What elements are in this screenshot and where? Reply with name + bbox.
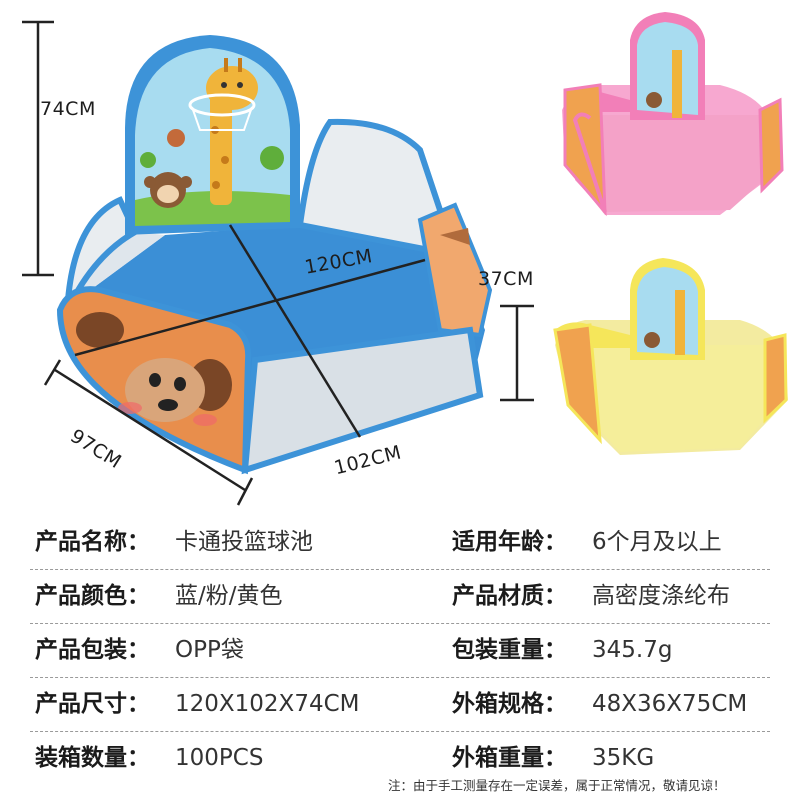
spec-label: 外箱重量： bbox=[452, 745, 567, 771]
spec-value: 345.7g bbox=[592, 637, 673, 663]
height-label: 74CM bbox=[40, 98, 96, 120]
spec-row: 装箱数量： 100PCS 外箱重量： 35KG bbox=[0, 731, 800, 785]
spec-row: 产品尺寸： 120X102X74CM 外箱规格： 48X36X75CM bbox=[0, 677, 800, 731]
spec-label: 适用年龄： bbox=[452, 529, 567, 555]
dimension-lines bbox=[22, 20, 534, 506]
divider bbox=[30, 731, 770, 732]
measurement-note: 注：由于手工测量存在一定误差，属于正常情况，敬请见谅！ bbox=[388, 778, 726, 793]
divider bbox=[30, 677, 770, 678]
spec-label: 装箱数量： bbox=[35, 745, 150, 771]
spec-row: 产品包装： OPP袋 包装重量： 345.7g bbox=[0, 623, 800, 677]
spec-value: 100PCS bbox=[175, 745, 264, 771]
spec-value: OPP袋 bbox=[175, 637, 244, 663]
spec-value: 6个月及以上 bbox=[592, 529, 722, 555]
yellow-ball-pit bbox=[553, 258, 788, 455]
pink-ball-pit bbox=[562, 12, 784, 217]
spec-value: 高密度涤纶布 bbox=[592, 583, 730, 609]
spec-label: 产品颜色： bbox=[35, 583, 150, 609]
divider bbox=[30, 623, 770, 624]
spec-label: 产品材质： bbox=[452, 583, 567, 609]
spec-value: 35KG bbox=[592, 745, 655, 771]
spec-label: 包装重量： bbox=[452, 637, 567, 663]
spec-label: 外箱规格： bbox=[452, 691, 567, 717]
bear-panel bbox=[56, 286, 252, 475]
spec-value: 48X36X75CM bbox=[592, 691, 748, 717]
spec-label: 产品名称： bbox=[35, 529, 150, 555]
spec-label: 产品包装： bbox=[35, 637, 150, 663]
spec-row: 产品颜色： 蓝/粉/黄色 产品材质： 高密度涤纶布 bbox=[0, 569, 800, 623]
divider bbox=[30, 569, 770, 570]
spec-label: 产品尺寸： bbox=[35, 691, 150, 717]
spec-row: 产品名称： 卡通投篮球池 适用年龄： 6个月及以上 bbox=[0, 515, 800, 569]
spec-value: 蓝/粉/黄色 bbox=[175, 583, 283, 609]
monkey-illustration bbox=[144, 172, 192, 208]
blue-ball-pit bbox=[56, 35, 493, 475]
spec-value: 120X102X74CM bbox=[175, 691, 360, 717]
spec-value: 卡通投篮球池 bbox=[175, 529, 313, 555]
side-height-label: 37CM bbox=[478, 268, 534, 290]
product-photo bbox=[22, 12, 788, 506]
